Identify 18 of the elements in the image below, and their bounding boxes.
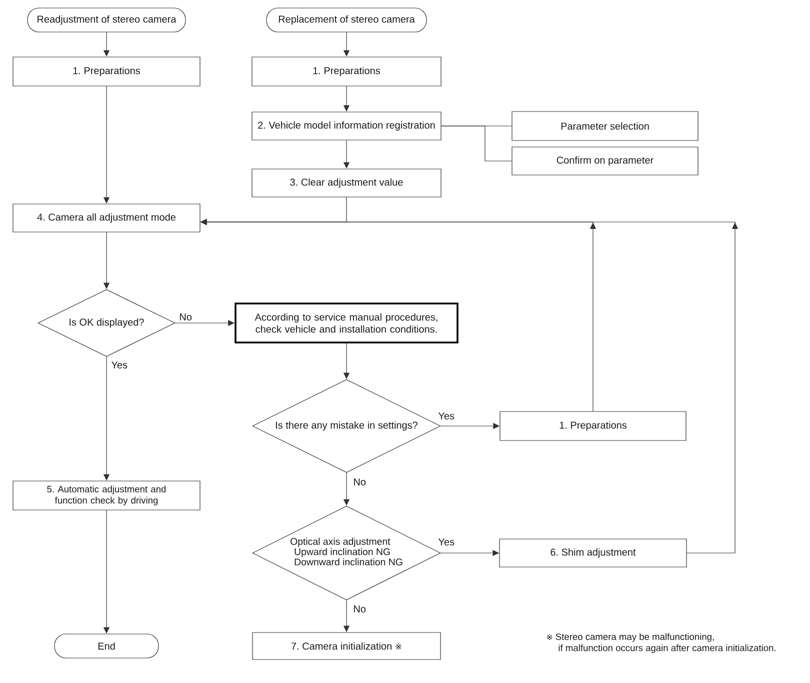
- edge-label: Yes: [110, 360, 129, 370]
- process-box: Parameter selection: [512, 111, 698, 141]
- process-box: 1. Preparations: [252, 56, 442, 86]
- connector-line: [441, 126, 512, 162]
- process-box: 6. Shim adjustment: [499, 538, 687, 568]
- process-box: 2. Vehicle model information registration: [252, 112, 442, 140]
- process-box: Confirm on parameter: [512, 146, 698, 176]
- process-box: 5. Automatic adjustment and function check by driving: [12, 480, 200, 510]
- process-box: 3. Clear adjustment value: [252, 168, 442, 198]
- process-box: 4. Camera all adjustment mode: [12, 204, 200, 232]
- footnote: ※ Stereo camera may be malfunctioning, if malfunction occurs again after camera initialization.: [546, 633, 776, 654]
- process-box: 7. Camera initialization ※: [252, 632, 441, 660]
- edge-label: No: [352, 604, 367, 614]
- process-box: 1. Preparations: [500, 411, 686, 441]
- edge-label: No: [352, 478, 367, 486]
- process-box: According to service manual procedures, check vehicle and installation conditions.: [234, 302, 458, 344]
- edge-label: No: [178, 312, 193, 322]
- process-box: 1. Preparations: [12, 56, 200, 86]
